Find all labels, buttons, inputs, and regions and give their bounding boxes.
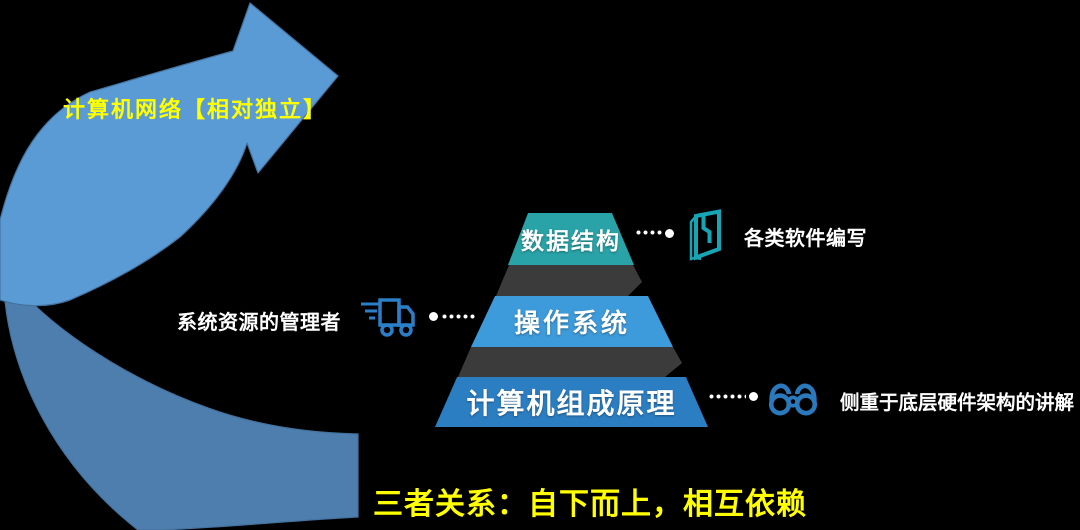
pyramid-level-operating-system: 操作系统 (471, 296, 673, 347)
binoculars-icon (768, 383, 818, 416)
pyramid-fold-connector-top (496, 265, 642, 296)
arrow-caption: 计算机网络【相对独立】 (63, 97, 328, 122)
pyramid-level-label: 数据结构 (521, 228, 621, 254)
delivery-truck-icon (361, 298, 415, 337)
pyramid-fold-connector-bottom (458, 347, 682, 377)
curved-arrow-tail (3, 287, 359, 530)
pyramid-level-data-structures: 数据结构 (508, 213, 634, 265)
dotted-line-end-dot (749, 392, 758, 401)
dotted-line-end-dot (429, 312, 438, 321)
pyramid-level-label: 操作系统 (513, 308, 630, 338)
curved-arrow-body (0, 2, 339, 307)
dotted-line (709, 394, 746, 399)
open-door-book-icon (689, 209, 721, 261)
dotted-line (636, 230, 663, 235)
pyramid-level-label: 计算机组成原理 (466, 388, 677, 419)
dotted-line-end-dot (665, 229, 674, 238)
annotation-label-os-manager: 系统资源的管理者 (177, 312, 341, 334)
conclusion-text: 三者关系：自下而上，相互依赖 (373, 488, 807, 521)
annotation-label-hardware: 侧重于底层硬件架构的讲解 (840, 392, 1075, 414)
annotation-label-software: 各类软件编写 (744, 228, 867, 250)
dotted-line (442, 314, 476, 319)
pyramid-level-computer-organization: 计算机组成原理 (435, 377, 708, 427)
